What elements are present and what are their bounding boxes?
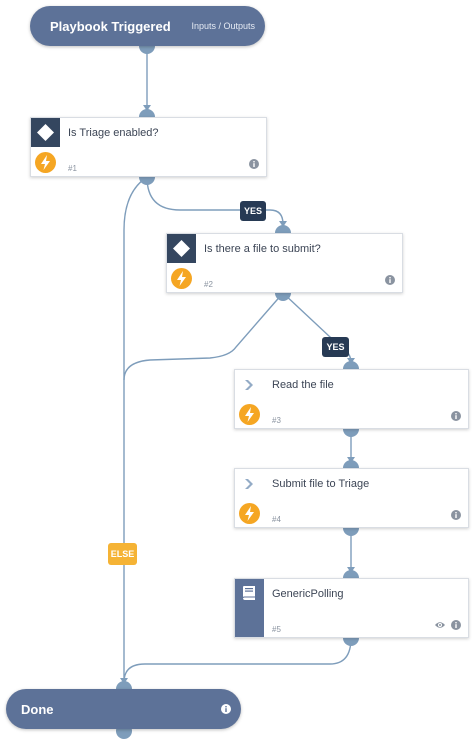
condition-diamond-icon [167, 234, 196, 263]
task-card-read-the-file[interactable]: Read the file #3 [234, 369, 469, 429]
start-node-title: Playbook Triggered [50, 19, 171, 34]
task-title: GenericPolling [272, 588, 344, 600]
info-icon[interactable] [249, 159, 259, 169]
info-icon[interactable] [221, 704, 231, 714]
edge-task2-else-to-done [123, 292, 284, 381]
end-node-title: Done [21, 702, 54, 717]
task-number: #3 [272, 416, 281, 425]
lightning-bolt-icon [35, 152, 56, 173]
task-number: #2 [204, 280, 213, 289]
info-icon[interactable] [451, 411, 461, 421]
else-branch-tag: ELSE [108, 543, 137, 565]
lightning-bolt-icon [239, 503, 260, 524]
task-card-is-triage-enabled[interactable]: Is Triage enabled? #1 [30, 117, 267, 177]
task-number: #5 [272, 625, 281, 634]
yes-branch-tag: YES [322, 337, 349, 357]
info-icon[interactable] [385, 275, 395, 285]
condition-diamond-icon [31, 118, 60, 147]
edge-task1-else-to-done [123, 176, 148, 682]
lightning-bolt-icon [171, 268, 192, 289]
arrowhead [279, 221, 287, 227]
task-title: Read the file [272, 379, 334, 391]
chevron-right-icon [245, 479, 253, 489]
edge-task5-to-done [123, 637, 352, 683]
task-card-submit-file-to-triage[interactable]: Submit file to Triage #4 [234, 468, 469, 528]
info-icon[interactable] [451, 620, 461, 630]
arrowhead [143, 105, 151, 111]
book-icon [242, 586, 255, 600]
task-title: Is Triage enabled? [68, 127, 159, 139]
task-title: Is there a file to submit? [204, 243, 321, 255]
sub-playbook-strip [235, 579, 264, 637]
yes-branch-tag: YES [240, 201, 266, 221]
lightning-bolt-icon [239, 404, 260, 425]
eye-icon[interactable] [434, 620, 446, 630]
task-card-is-there-a-file-to-submit[interactable]: Is there a file to submit? #2 [166, 233, 403, 293]
done-node[interactable]: Done [6, 689, 241, 729]
task-number: #4 [272, 515, 281, 524]
inputs-outputs-link[interactable]: Inputs / Outputs [191, 21, 255, 31]
chevron-right-icon [245, 380, 253, 390]
task-number: #1 [68, 164, 77, 173]
task-card-genericpolling[interactable]: GenericPolling #5 [234, 578, 469, 638]
task-title: Submit file to Triage [272, 478, 370, 490]
playbook-triggered-node[interactable]: Playbook Triggered Inputs / Outputs [30, 6, 265, 46]
info-icon[interactable] [451, 510, 461, 520]
edge-task1-yes-to-task2 [146, 176, 284, 225]
